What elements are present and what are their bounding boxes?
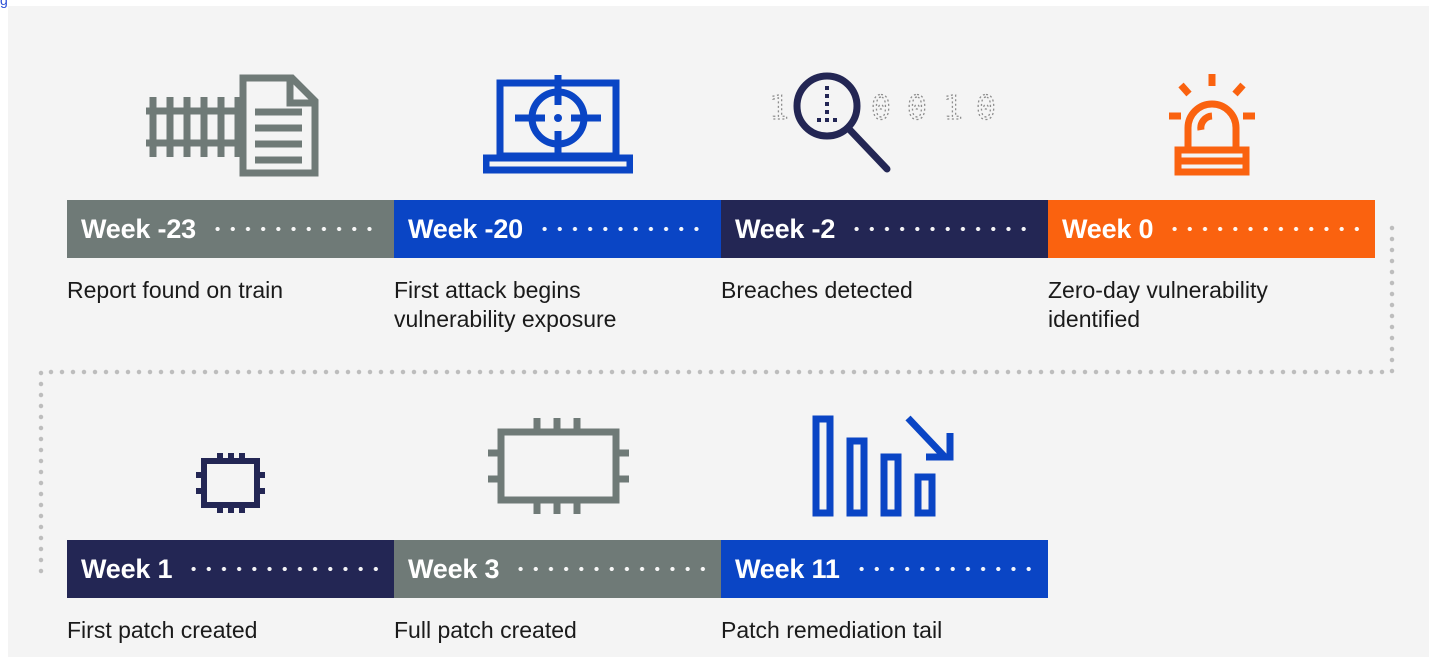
milestone-description: First attack begins vulnerability exposu…	[394, 276, 704, 334]
week-label: Week 3	[408, 553, 500, 584]
week-bar: Week 1	[67, 540, 394, 598]
description-line: Breaches detected	[721, 277, 913, 303]
milestone-description: Report found on train	[67, 276, 377, 305]
binary-digit-left: 1	[769, 88, 789, 127]
large-chip-icon	[488, 418, 629, 514]
milestone-description: Patch remediation tail	[721, 616, 1031, 645]
milestone-description: Zero-day vulnerability identified	[1048, 276, 1358, 334]
week-bar: Week -20	[394, 200, 721, 258]
description-line: vulnerability exposure	[394, 306, 617, 332]
alarm-siren-icon	[1169, 74, 1255, 176]
small-chip-icon	[196, 453, 265, 513]
description-line: Zero-day vulnerability	[1048, 277, 1268, 303]
magnifier-binary-icon: 1 0 0 1 0	[768, 72, 997, 173]
milestone-description: Breaches detected	[721, 276, 1031, 305]
bar-dots	[209, 200, 380, 258]
milestone-description: First patch created	[67, 616, 377, 645]
week-bar: Week -23	[67, 200, 394, 258]
description-line: Full patch created	[394, 617, 577, 643]
week-bar: Week 11	[721, 540, 1048, 598]
bar-dots	[1167, 200, 1361, 258]
binary-digit: 0	[976, 88, 996, 127]
week-label: Week -23	[81, 213, 196, 244]
week-label: Week -20	[408, 213, 523, 244]
description-line: identified	[1048, 306, 1141, 332]
description-line: First patch created	[67, 617, 258, 643]
bar-dots	[853, 540, 1034, 598]
laptop-target-icon	[483, 75, 633, 174]
bar-dots	[849, 200, 1034, 258]
bar-dots	[513, 540, 707, 598]
milestone-description: Full patch created	[394, 616, 704, 645]
week-label: Week 0	[1062, 213, 1154, 244]
bar-dots	[186, 540, 380, 598]
binary-digit: 1	[943, 88, 963, 127]
week-bar: Week 0	[1048, 200, 1375, 258]
week-label: Week -2	[735, 213, 836, 244]
week-bar: Week 3	[394, 540, 721, 598]
binary-digit: 0	[907, 88, 927, 127]
declining-bars-icon	[812, 415, 954, 517]
description-line: First attack begins	[394, 277, 581, 303]
corner-link-mark: g	[0, 0, 8, 8]
train-track-document-icon	[146, 74, 319, 177]
week-bar: Week -2	[721, 200, 1048, 258]
bar-dots	[536, 200, 707, 258]
binary-digit: 0	[871, 88, 891, 127]
week-label: Week 1	[81, 553, 173, 584]
week-label: Week 11	[735, 553, 840, 584]
description-line: Patch remediation tail	[721, 617, 943, 643]
description-line: Report found on train	[67, 277, 284, 303]
